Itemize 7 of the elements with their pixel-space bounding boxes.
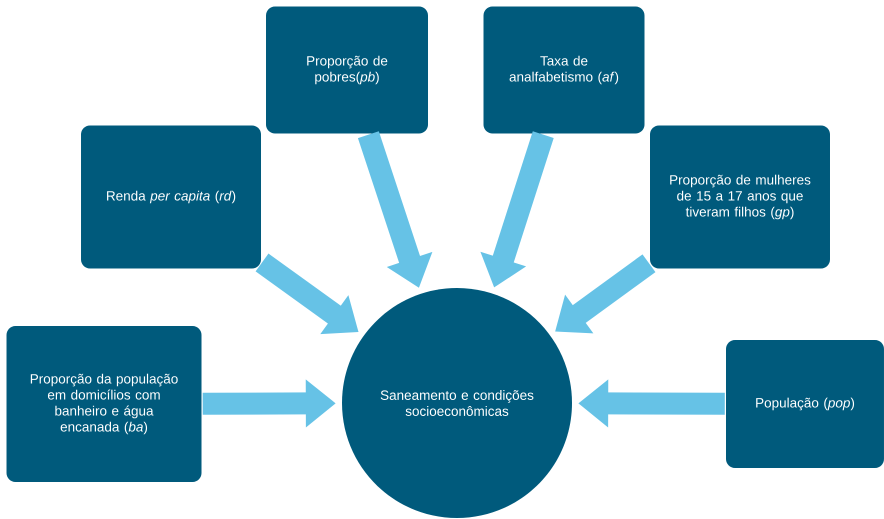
process-box: Taxa de analfabetismo (af) bbox=[484, 6, 644, 134]
process-box: Renda per capita (rd) bbox=[81, 126, 261, 268]
process-box: População (pop) bbox=[726, 340, 884, 468]
process-box: Proporção da população em domicílios com banheiro e água encanada (ba) bbox=[6, 326, 202, 482]
circle-node: Saneamento e condições socioeconômicas bbox=[342, 288, 572, 518]
process-box: Proporção de mulheres de 15 a 17 anos que tiveram filhos (gp) bbox=[650, 126, 830, 268]
process-box: Proporção de pobres(pb) bbox=[266, 6, 428, 134]
